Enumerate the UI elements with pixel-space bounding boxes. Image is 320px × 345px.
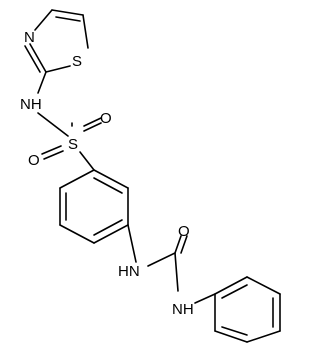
bond-benz-4-5: [59, 224, 95, 244]
molecule-structure: N S NH S O O HN O NH: [20, 9, 281, 343]
bonds: [24, 9, 281, 343]
bond-ring-hn: [127, 224, 137, 263]
bond-s-o-right-a: [83, 117, 102, 127]
bond-thiazole-s1-c2: [45, 65, 71, 73]
sulfonamide-nh-label: NH: [20, 96, 42, 113]
urea-nh-label: NH: [172, 301, 194, 318]
sulfonyl-s-label: S: [68, 136, 78, 153]
thiazole-n-label: N: [24, 29, 35, 46]
thiazole-s-label: S: [72, 53, 82, 70]
bond-benz-inner-a: [93, 177, 123, 194]
bond-s-o-right-b: [83, 122, 102, 132]
sulfonyl-o-right-label: O: [100, 110, 112, 127]
bond-hn-c: [147, 252, 176, 267]
sulfonyl-o-left-label: O: [28, 152, 40, 169]
bond-benz-6-1: [59, 169, 95, 189]
urea-hn-label: HN: [118, 263, 140, 280]
bond-thiazole-n3-c4: [34, 9, 53, 31]
bond-benz-3-4: [93, 224, 129, 244]
urea-o-label: O: [178, 223, 190, 240]
bond-thiazole-c4-c5-inner: [55, 16, 81, 22]
bond-thiazole-c4-c5: [51, 9, 84, 16]
bond-thiazole-c5-s1: [82, 14, 89, 49]
bond-c-nh: [174, 252, 179, 292]
bond-ph-4-5: [246, 330, 281, 343]
bond-s-o-left-a: [41, 145, 62, 155]
bond-s-o-left-b: [43, 150, 64, 160]
bond-ph-inner-c: [221, 326, 248, 336]
bond-c2-nh: [37, 71, 47, 94]
bond-ph-5-6: [214, 330, 248, 343]
bond-thiazole-c2-n3-double: [24, 45, 41, 73]
bond-benz-1-2: [93, 169, 129, 189]
bond-s-ring: [79, 151, 95, 171]
bond-c-o-a: [174, 235, 182, 254]
bond-c-o-b: [180, 235, 188, 254]
bond-nh-phenyl: [194, 293, 216, 304]
bond-thiazole-c2-n3: [29, 43, 47, 73]
bond-ph-inner-a: [221, 284, 248, 299]
bond-ph-1-2: [214, 276, 248, 295]
bond-benz-inner-b: [93, 219, 123, 236]
atom-labels: N S NH S O O HN O NH: [20, 29, 194, 318]
bond-nh-s: [37, 112, 69, 137]
bond-ph-2-3: [246, 276, 281, 295]
